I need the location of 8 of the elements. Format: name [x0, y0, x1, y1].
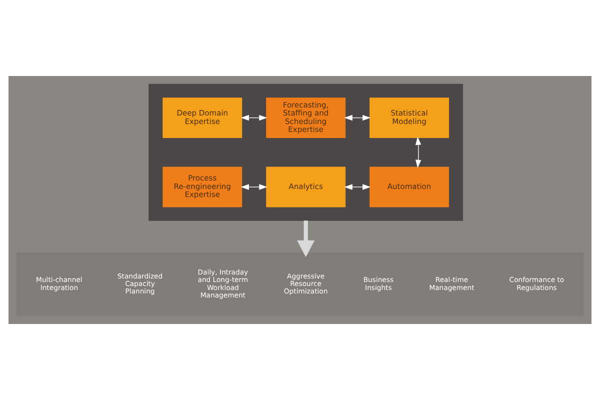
- cluster: [148, 84, 464, 221]
- arrow: [344, 184, 371, 190]
- arrow: [240, 114, 268, 121]
- arrow: [297, 220, 315, 258]
- arrow: [415, 136, 422, 168]
- arrow: [344, 114, 371, 121]
- cluster: [16, 252, 584, 316]
- arrow: [240, 184, 268, 190]
